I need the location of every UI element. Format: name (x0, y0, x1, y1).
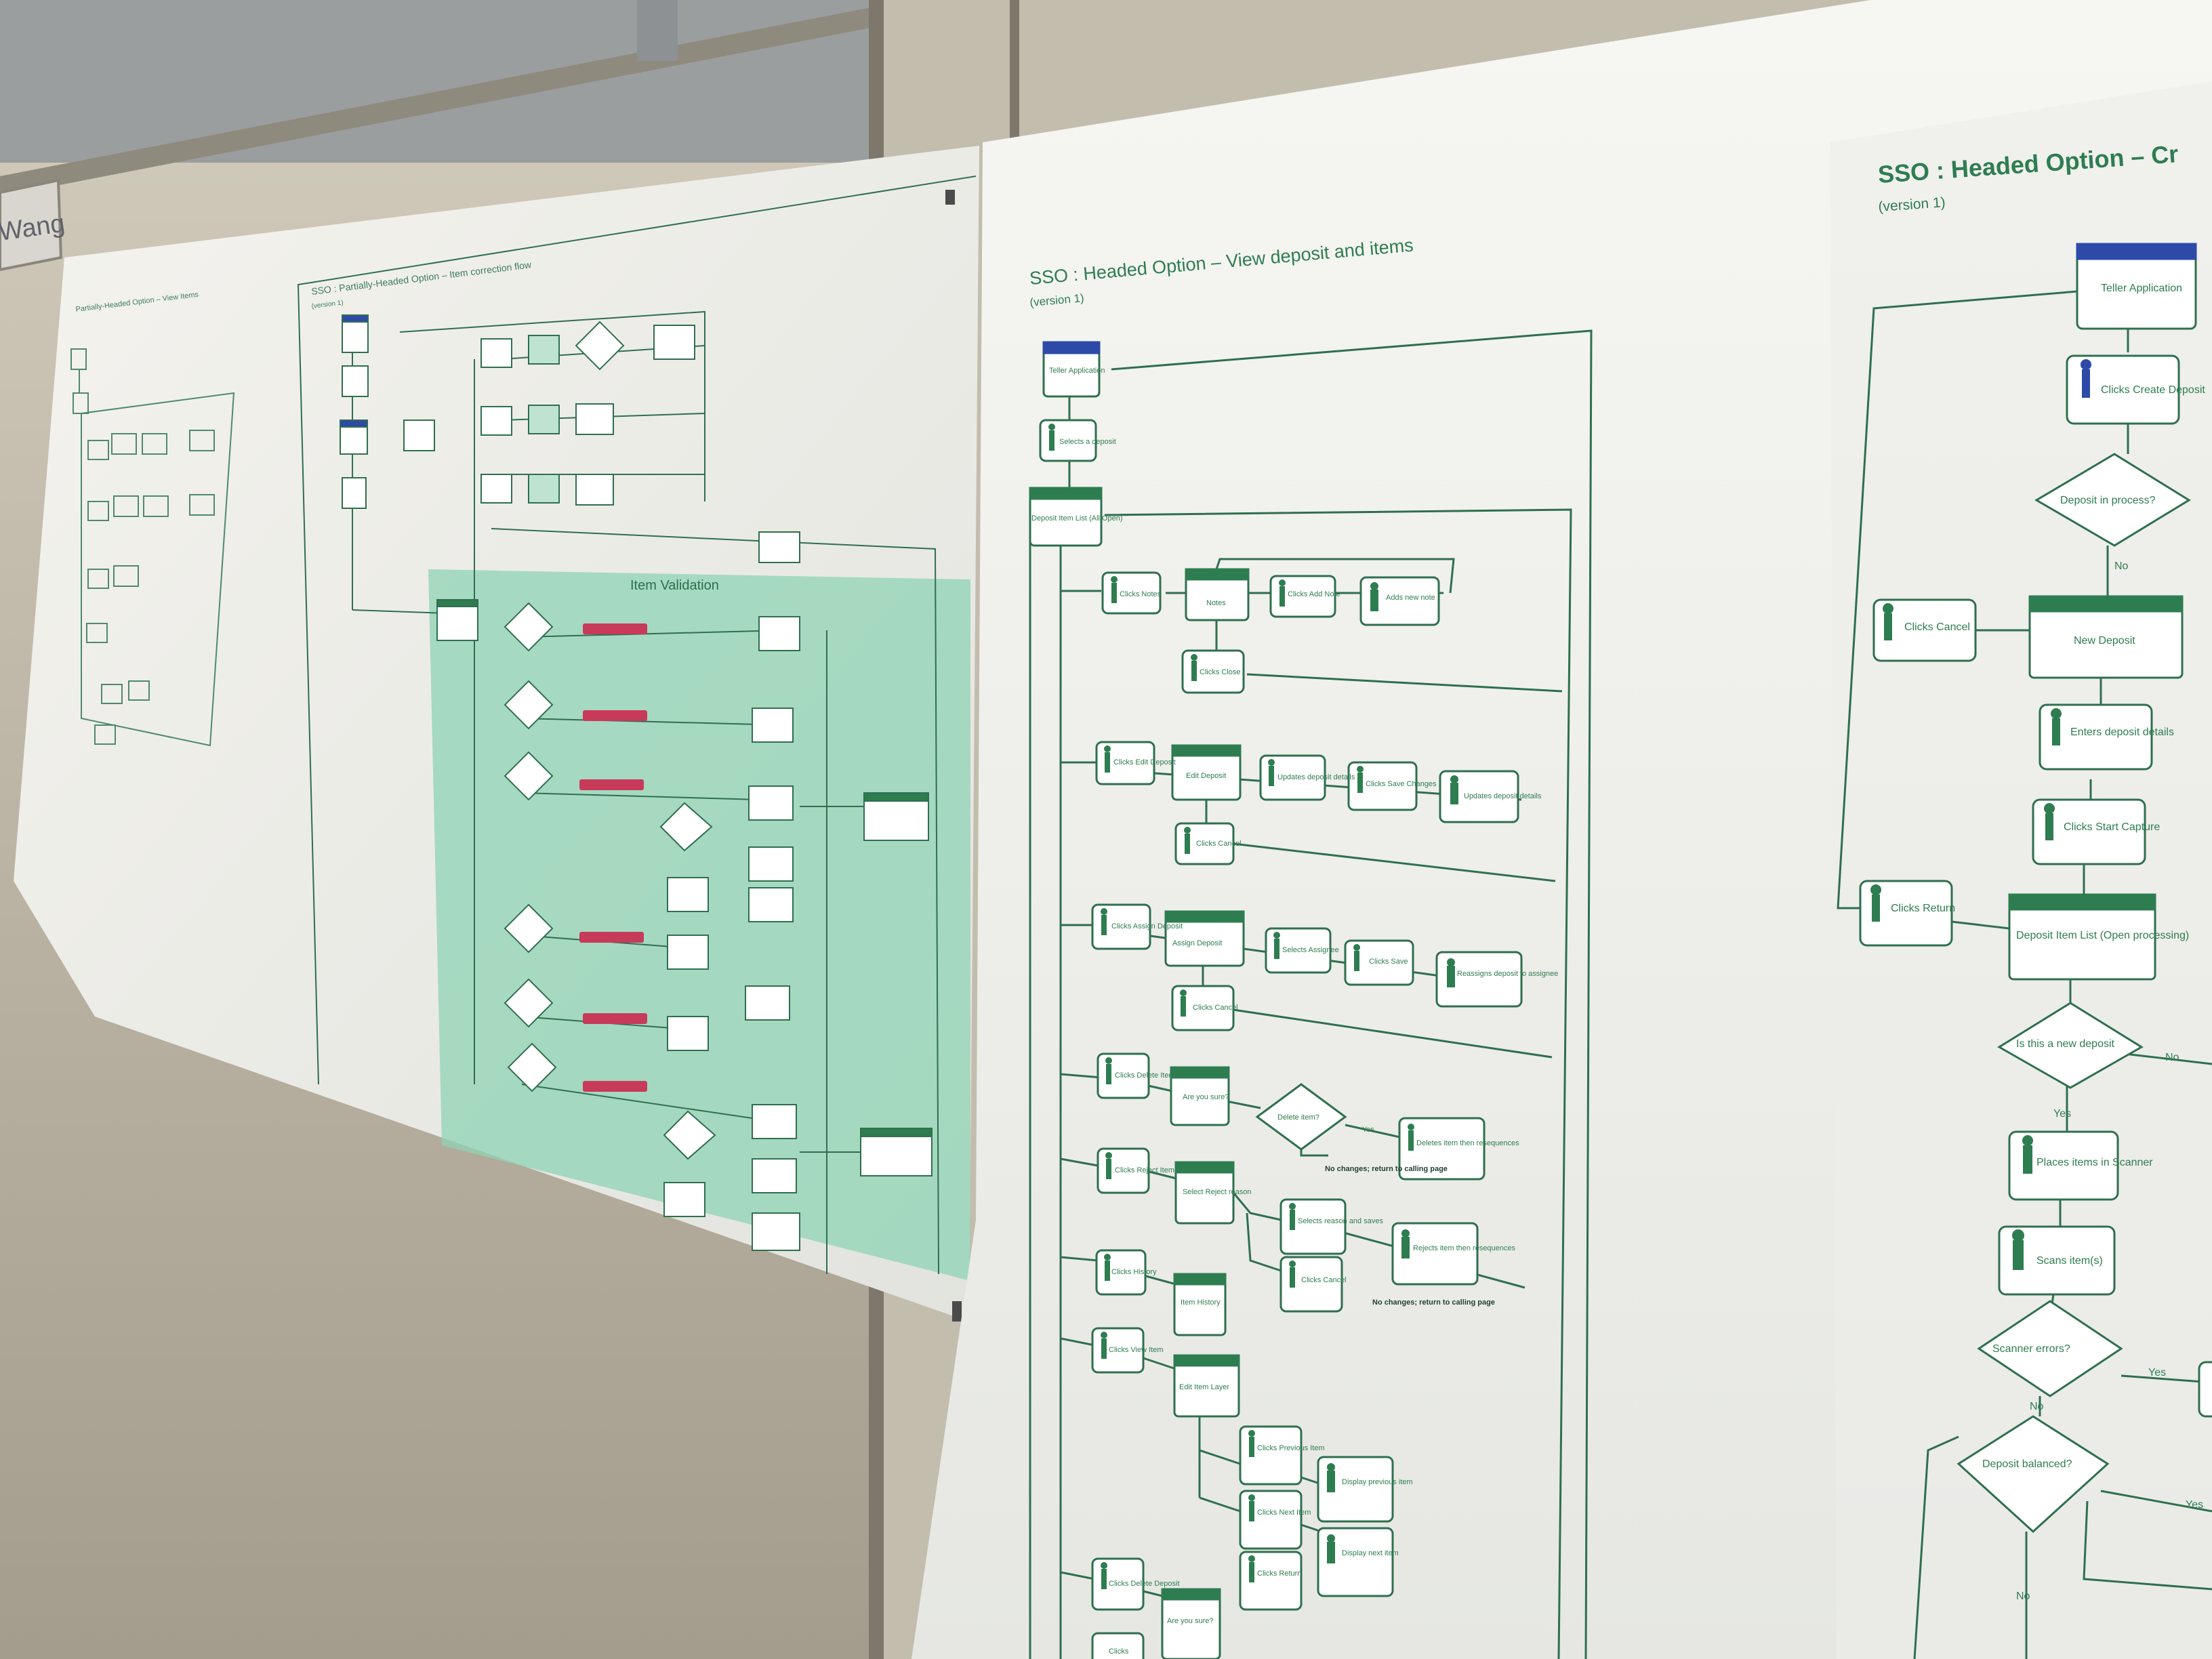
svg-text:Clicks Save Changes: Clicks Save Changes (1366, 780, 1437, 788)
svg-text:Places items in Scanner: Places items in Scanner (2036, 1157, 2153, 1168)
svg-text:Clicks View Item: Clicks View Item (1109, 1346, 1163, 1354)
svg-text:Clicks History: Clicks History (1111, 1268, 1157, 1276)
svg-text:Is this a new deposit: Is this a new deposit (2016, 1038, 2115, 1050)
right-person-icons (2081, 359, 2091, 398)
svg-text:No changes; return to calling: No changes; return to calling page (1372, 1298, 1495, 1307)
left-error-tags (579, 623, 647, 1092)
nameplate: Wang (0, 178, 66, 272)
left-poster: Partially-Headed Option – View Items SSO… (14, 146, 979, 1322)
scanner-errors-decision (1977, 1300, 2123, 1397)
middle-flowchart-nodes (1029, 341, 1523, 1659)
svg-text:No: No (2165, 1052, 2179, 1063)
binder-clip-2 (952, 1301, 962, 1322)
is-new-deposit-decision (1997, 1002, 2144, 1089)
svg-text:Scanner errors?: Scanner errors? (1992, 1343, 2070, 1355)
tiny-flowchart (70, 348, 235, 747)
svg-text:Notes: Notes (1206, 599, 1226, 607)
svg-text:Reassigns deposit to assignee: Reassigns deposit to assignee (1457, 970, 1558, 978)
svg-text:Clicks Return: Clicks Return (1257, 1570, 1301, 1578)
svg-text:Clicks Cancel: Clicks Cancel (1904, 621, 1970, 633)
svg-text:Clicks Delete Deposit: Clicks Delete Deposit (1109, 1580, 1180, 1588)
right-flowchart-nodes (1859, 243, 2212, 1534)
svg-text:Clicks Close: Clicks Close (1200, 668, 1241, 676)
svg-text:Clicks Add Note: Clicks Add Note (1288, 590, 1340, 598)
right-person-icons-green (1870, 603, 2062, 1270)
svg-text:Deletes item then resequences: Deletes item then resequences (1416, 1139, 1519, 1147)
svg-text:Clicks Edit Deposit: Clicks Edit Deposit (1113, 758, 1176, 766)
svg-text:Selects Assignee: Selects Assignee (1282, 946, 1339, 954)
right-node-labels: Teller Application Clicks Create Deposit… (1891, 283, 2205, 1602)
svg-text:Yes: Yes (2148, 1367, 2166, 1378)
svg-text:Clicks Return: Clicks Return (1891, 903, 1955, 914)
svg-text:Clicks Save: Clicks Save (1369, 958, 1408, 966)
middle-person-icons (1048, 424, 1458, 1589)
svg-text:Rejects item then resequences: Rejects item then resequences (1413, 1244, 1516, 1252)
svg-text:Updates deposit details: Updates deposit details (1277, 773, 1355, 781)
svg-text:Updates deposit details: Updates deposit details (1464, 792, 1542, 800)
svg-text:Clicks Reject Item: Clicks Reject Item (1115, 1166, 1174, 1174)
svg-text:Clicks Cancel: Clicks Cancel (1193, 1004, 1238, 1012)
svg-text:Deposit in process?: Deposit in process? (2060, 495, 2156, 506)
svg-text:Clicks: Clicks (1109, 1647, 1129, 1656)
svg-text:Clicks Create Deposit: Clicks Create Deposit (2101, 384, 2205, 396)
svg-text:Display previous item: Display previous item (1342, 1478, 1413, 1486)
svg-text:No changes; return to calling: No changes; return to calling page (1325, 1165, 1448, 1173)
svg-text:Clicks Delete Item: Clicks Delete Item (1115, 1071, 1175, 1080)
item-validation-label: Item Validation (630, 578, 719, 593)
middle-node-labels: Teller Application Selects a deposit Dep… (1031, 367, 1558, 1656)
left-flowchart-nodes (340, 314, 933, 1251)
deposit-balanced-decision (1957, 1415, 2110, 1534)
svg-text:Adds new note: Adds new note (1386, 594, 1435, 602)
binder-clip-1 (945, 190, 955, 205)
wall-seam-2 (1010, 0, 1019, 176)
svg-text:Clicks Next Item: Clicks Next Item (1257, 1509, 1311, 1517)
item-validation-region (428, 569, 970, 1281)
svg-text:Clicks Assign Deposit: Clicks Assign Deposit (1111, 922, 1183, 930)
svg-text:Deposit Item List (Open proces: Deposit Item List (Open processing) (2016, 930, 2189, 941)
svg-text:Yes: Yes (2053, 1108, 2071, 1120)
right-flowchart-lines (1837, 290, 2212, 1659)
svg-text:Teller Application: Teller Application (1049, 367, 1105, 375)
svg-text:No: No (2016, 1591, 2030, 1602)
svg-text:Yes: Yes (1362, 1126, 1374, 1134)
svg-text:Item History: Item History (1181, 1298, 1221, 1307)
svg-text:Edit Item Layer: Edit Item Layer (1179, 1383, 1229, 1391)
svg-text:Clicks Cancel: Clicks Cancel (1196, 840, 1242, 848)
svg-text:No: No (2114, 560, 2129, 572)
svg-text:Selects a deposit: Selects a deposit (1059, 438, 1116, 446)
svg-text:Are you sure?: Are you sure? (1167, 1617, 1213, 1625)
svg-text:Scans item(s): Scans item(s) (2036, 1255, 2103, 1267)
svg-text:Display next item: Display next item (1342, 1549, 1399, 1557)
svg-text:Clicks Previous Item: Clicks Previous Item (1257, 1444, 1325, 1452)
svg-text:Selects reason and saves: Selects reason and saves (1298, 1217, 1383, 1225)
delete-item-decision (1255, 1083, 1347, 1151)
svg-text:Are you sure?: Are you sure? (1183, 1093, 1229, 1101)
svg-text:Clicks Notes: Clicks Notes (1120, 590, 1162, 598)
svg-text:Assign Deposit: Assign Deposit (1172, 939, 1222, 947)
svg-text:Enters deposit details: Enters deposit details (2070, 726, 2174, 738)
svg-text:Edit Deposit: Edit Deposit (1186, 772, 1226, 780)
svg-text:Select Reject reason: Select Reject reason (1183, 1188, 1252, 1196)
svg-text:Deposit balanced?: Deposit balanced? (1982, 1458, 2072, 1470)
deposit-in-process-decision (2034, 453, 2191, 547)
right-poster: SSO : Headed Option – Cr (version 1) (1830, 81, 2212, 1659)
pipe (637, 0, 678, 61)
svg-text:Clicks Cancel: Clicks Cancel (1301, 1276, 1347, 1284)
svg-text:Clicks Start Capture: Clicks Start Capture (2064, 821, 2160, 833)
svg-text:Delete item?: Delete item? (1277, 1113, 1319, 1122)
svg-text:Yes: Yes (2186, 1499, 2203, 1511)
svg-text:New Deposit: New Deposit (2074, 635, 2135, 647)
svg-text:Deposit Item List (All Open): Deposit Item List (All Open) (1031, 514, 1123, 523)
svg-text:Teller Application: Teller Application (2101, 283, 2182, 294)
svg-text:No: No (2030, 1401, 2044, 1412)
